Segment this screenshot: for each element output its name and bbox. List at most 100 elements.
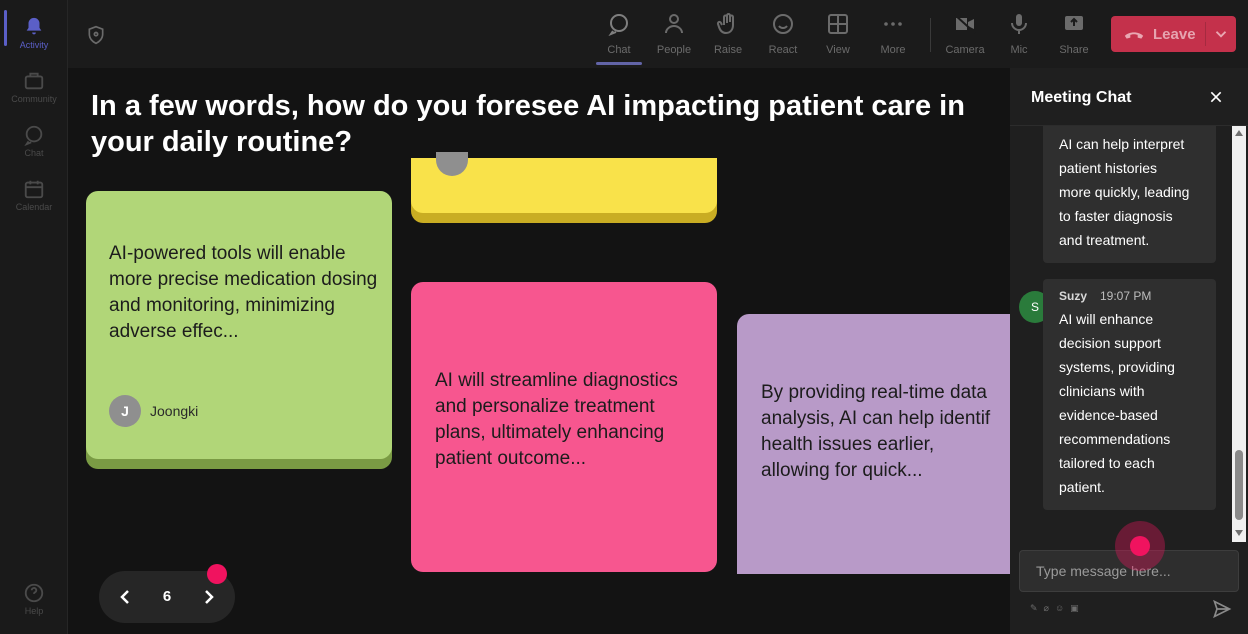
click-indicator-dot [207,564,227,584]
toolbar-button-label: View [826,44,850,56]
author-name: Joongki [150,403,199,419]
toolbar-react-button[interactable]: React [756,8,810,62]
toolbar-camera-button[interactable]: Camera [938,8,992,62]
toolbar-raise-button[interactable]: Raise [701,8,755,62]
format-icon[interactable]: ✎ [1030,603,1038,613]
message-line: decision support [1059,335,1161,351]
toolbar-chat-button[interactable]: Chat [592,8,646,62]
meeting-chat-panel: Meeting Chat AI can help interpret patie… [1010,68,1248,634]
gif-icon[interactable]: ▣ [1070,603,1079,613]
chat-header: Meeting Chat [1010,68,1248,126]
rail-item-label: Calendar [15,202,53,212]
shield-icon [88,25,104,45]
note-text: By providing real-time data analysis, AI… [761,380,1010,484]
chat-message: AI can help interpret patient histories … [1043,126,1216,263]
toolbar-button-label: Raise [713,44,743,56]
rail-item-label: Help [24,606,44,616]
note-text-line: allowing for quick... [761,460,923,481]
note-text-line: By providing real-time data [761,382,987,403]
chat-scrollbar[interactable] [1232,126,1246,542]
phone-hangup-icon [1124,32,1144,39]
community-icon [24,72,44,90]
message-line: evidence-based [1059,407,1158,423]
note-text: AI will streamline diagnostics and perso… [435,370,678,469]
chat-active-indicator [596,62,642,65]
sticky-note[interactable] [411,152,717,213]
toolbar-button-label: React [768,44,798,56]
chevron-right-icon[interactable] [197,585,221,609]
scroll-up-arrow[interactable] [1235,130,1243,136]
bell-icon [26,17,42,35]
toolbar-view-button[interactable]: View [811,8,865,62]
message-input[interactable] [1020,551,1238,591]
rail-item-label: Chat [24,148,44,158]
toolbar-share-button[interactable]: Share [1047,8,1101,62]
react-icon [773,14,793,34]
message-sender: Suzy [1059,289,1088,303]
toolbar-people-button[interactable]: People [647,8,701,62]
note-text-line: analysis, AI can help identif [761,408,991,429]
view-grid-icon [828,14,848,34]
rail-item-activity[interactable]: Activity [0,8,68,58]
send-icon[interactable] [1212,599,1232,619]
toolbar-separator [930,18,931,52]
message-line: clinicians with [1059,383,1145,399]
message-line: tailored to each [1059,455,1155,471]
sticky-note[interactable]: By providing real-time data analysis, AI… [737,314,1010,574]
rail-item-chat[interactable]: Chat [0,116,68,166]
avatar: J [109,395,141,427]
chat-icon [24,125,43,146]
more-icon [884,22,902,26]
share-icon [1065,16,1083,30]
sticky-note[interactable]: AI will streamline diagnostics and perso… [411,282,717,572]
message-line: AI will enhance [1059,311,1154,327]
leave-divider [1205,22,1206,46]
left-rail: Activity Community Chat Calendar Help [0,0,68,634]
camera-off-icon [954,14,976,34]
format-toolbar: ✎ ⌀ ☺ ▣ [1030,603,1079,614]
sticky-note[interactable]: AI-powered tools will enable more precis… [86,191,392,459]
attach-icon[interactable]: ⌀ [1043,603,1049,613]
toolbar-button-label: Camera [945,44,985,56]
rail-item-help[interactable]: Help [0,574,68,624]
toolbar-mic-button[interactable]: Mic [992,8,1046,62]
help-icon [24,583,44,603]
rail-active-indicator [4,10,7,46]
chat-icon [608,14,628,36]
chevron-down-icon[interactable] [1212,25,1230,43]
message-body: AI will enhance decision support systems… [1059,307,1209,499]
toolbar-button-label: People [656,44,692,56]
note-text-line: health issues earlier, [761,434,935,455]
message-line: more quickly, leading [1059,184,1190,200]
chat-message: Suzy 19:07 PM AI will enhance decision s… [1043,279,1216,510]
cursor-dot [1130,536,1150,556]
mic-icon [1011,14,1027,34]
rail-item-label: Activity [19,40,49,50]
scroll-down-arrow[interactable] [1235,530,1243,536]
message-body: AI can help interpret patient histories … [1059,132,1209,252]
message-line: recommendations [1059,431,1171,447]
message-line: and treatment. [1059,232,1150,248]
toolbar-button-label: Mic [1010,44,1028,56]
avatar [436,152,468,176]
toolbar-more-button[interactable]: More [866,8,920,62]
message-line: patient. [1059,479,1105,495]
chevron-left-icon[interactable] [113,585,137,609]
emoji-icon[interactable]: ☺ [1054,603,1065,613]
calendar-icon [24,180,44,199]
rail-item-community[interactable]: Community [0,62,68,112]
message-line: to faster diagnosis [1059,208,1173,224]
scroll-thumb[interactable] [1235,450,1243,520]
toolbar-button-label: Chat [607,44,631,56]
toolbar-button-label: Share [1059,44,1089,56]
close-icon[interactable] [1208,89,1224,105]
chat-title: Meeting Chat [1031,89,1132,106]
raise-hand-icon [716,13,734,35]
leave-button[interactable]: Leave [1111,16,1236,52]
note-author: J Joongki [109,395,198,427]
message-line: patient histories [1059,160,1158,176]
rail-item-calendar[interactable]: Calendar [0,170,68,220]
page-number: 6 [162,588,172,605]
note-text: AI-powered tools will enable more precis… [109,243,378,342]
message-compose-box[interactable] [1019,550,1239,592]
